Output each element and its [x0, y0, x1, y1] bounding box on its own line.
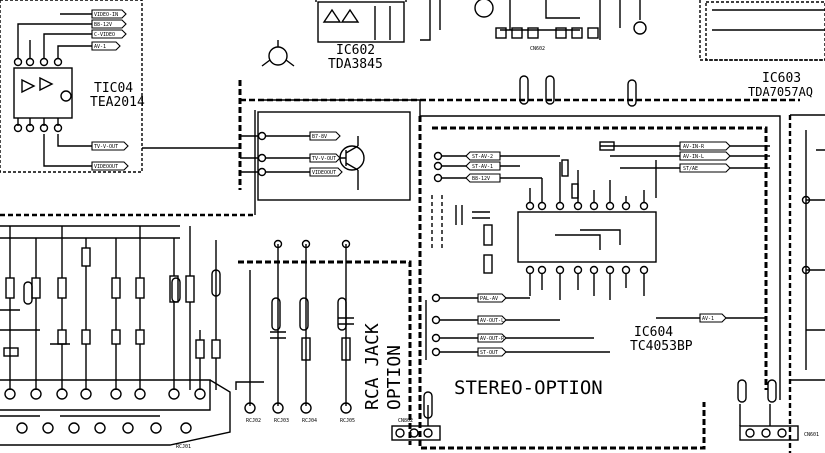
- rcj02-label: RCJ02: [246, 418, 261, 424]
- tag-video-out-2: VIDEOOUT: [312, 170, 336, 176]
- ic604-label: IC604: [634, 325, 673, 340]
- tag-av-1: AV-1: [94, 44, 106, 50]
- tag-tv-video: TV-V-OUT: [94, 144, 118, 150]
- tag-av-out-l: AV-OUT-L: [480, 318, 504, 324]
- tag-st-ae: ST/AE: [683, 166, 698, 172]
- stereo-option-title: STEREO-OPTION: [454, 377, 603, 399]
- tic04-part: TEA2014: [90, 95, 145, 110]
- rcj04-label: RCJ04: [302, 418, 317, 424]
- tic04-body: [13, 67, 73, 119]
- tag-video-in: VIDEO-IN: [94, 12, 118, 18]
- ic602-label: IC602: [336, 43, 375, 58]
- tag-b7-8v: B7-8V: [312, 134, 327, 140]
- tic04-boundary: [0, 0, 143, 173]
- rca-jack-title: RCA JACK: [362, 323, 383, 410]
- rcj05-label: RCJ05: [340, 418, 355, 424]
- rca-option-title: OPTION: [384, 345, 405, 410]
- tag-av-i: AV-1: [702, 316, 714, 322]
- ic603-label: IC603: [762, 71, 801, 86]
- tag-video-out: VIDEOOUT: [94, 164, 118, 170]
- ic602-part: TDA3845: [328, 57, 383, 72]
- tag-st-out: ST-OUT: [480, 350, 498, 356]
- stereo-option-boundary: [418, 116, 706, 450]
- rca-jack-boundary: [238, 260, 412, 445]
- tic04-label: TIC04: [94, 81, 133, 96]
- tag-c-video: C-VIDEO: [94, 32, 115, 38]
- transistor-block: [257, 111, 411, 201]
- ic603-part: TDA7057AQ: [748, 85, 813, 99]
- tag-b8-12v-b: B8-12V: [472, 176, 490, 182]
- rcj01-pins: [4, 388, 206, 434]
- tag-av-in-r: AV-IN-R: [683, 144, 705, 150]
- rcj03-label: RCJ03: [274, 418, 289, 424]
- ic604-part: TC4053BP: [630, 339, 693, 354]
- tag-tv-video-2: TV-V-OUT: [312, 156, 336, 162]
- tag-pal-av: PAL-AV: [480, 296, 498, 302]
- cn802-label: CN802: [398, 418, 413, 424]
- cn602-label: CN602: [530, 46, 545, 52]
- cn601-label: CN601: [804, 432, 819, 438]
- tag-st-av1: ST-AV-1: [472, 164, 493, 170]
- ic604-body: [517, 211, 657, 263]
- ic602-body: [317, 1, 405, 43]
- ic603-boundary: [699, 0, 825, 61]
- tag-av-in-l: AV-IN-L: [683, 154, 704, 160]
- tag-b8-12v: B8-12V: [94, 22, 112, 28]
- tag-st-av2: ST-AV-2: [472, 154, 493, 160]
- rcj01-label: RCJ01: [176, 444, 191, 450]
- tag-av-out-r: AV-OUT-R: [480, 336, 505, 342]
